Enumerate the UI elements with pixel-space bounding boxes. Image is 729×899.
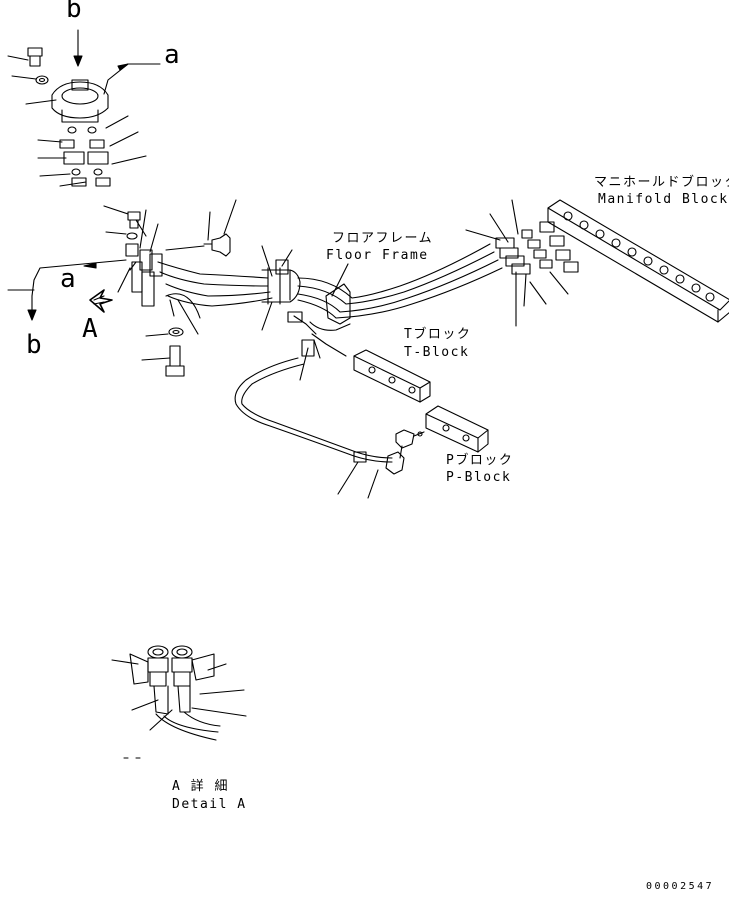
hose-bundle [157, 243, 503, 335]
floor-frame-label-en: Floor Frame [326, 248, 429, 263]
detail-a-title-en: Detail A [172, 797, 247, 812]
floor-frame-label-jp: フロアフレーム [332, 231, 434, 246]
p-block-label-en: P-Block [446, 470, 512, 485]
manifold-block-label-jp: マニホールドブロック [594, 175, 729, 190]
long-hose [234, 311, 405, 499]
detail-a-drawing [111, 645, 247, 759]
manifold-block [547, 199, 729, 323]
manifold-fittings [465, 199, 579, 327]
manifold-block-label-en: Manifold Block [598, 192, 729, 207]
p-block-label-jp: Pブロック [446, 453, 514, 468]
t-block-label-jp: Tブロック [404, 327, 472, 342]
drawing-number: 00002547 [646, 881, 715, 892]
detail-arrow-label: A [82, 314, 98, 344]
arrow-label-b-top: b [66, 0, 82, 24]
arrow-label-a-left: a [60, 264, 76, 294]
detail-a-title-jp: A 詳 細 [172, 779, 229, 794]
t-block-label-en: T-Block [404, 345, 470, 360]
left-fitting-cluster [7, 199, 237, 377]
pilot-valve [7, 29, 161, 187]
arrow-label-a-top: a [164, 40, 180, 70]
arrow-label-b-left: b [26, 330, 42, 360]
p-block [395, 405, 489, 453]
t-block [353, 349, 431, 403]
